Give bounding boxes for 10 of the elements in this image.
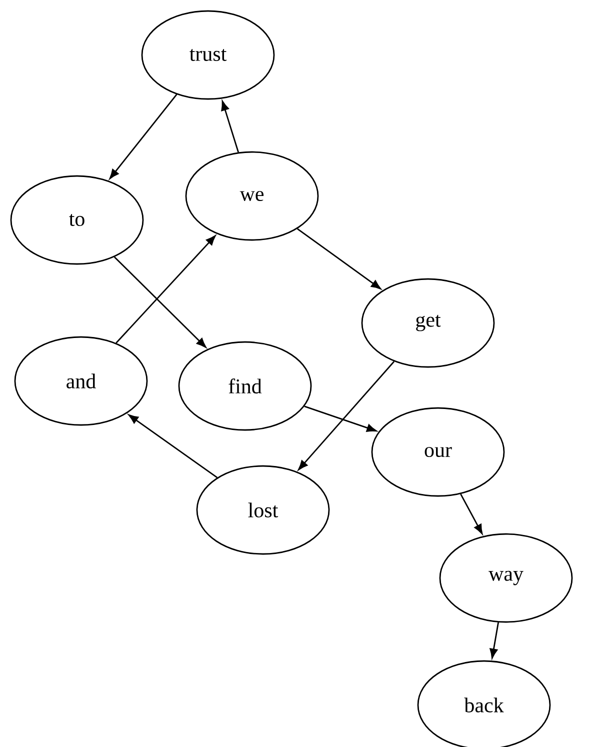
arrow	[116, 235, 216, 344]
arrow	[490, 622, 499, 658]
arrow	[114, 256, 206, 348]
arrow	[109, 94, 178, 179]
arrow	[128, 414, 218, 478]
arrow	[298, 361, 395, 470]
arrow	[221, 100, 240, 152]
arrow	[296, 228, 381, 290]
arrow	[304, 406, 377, 432]
arrow	[460, 494, 483, 534]
